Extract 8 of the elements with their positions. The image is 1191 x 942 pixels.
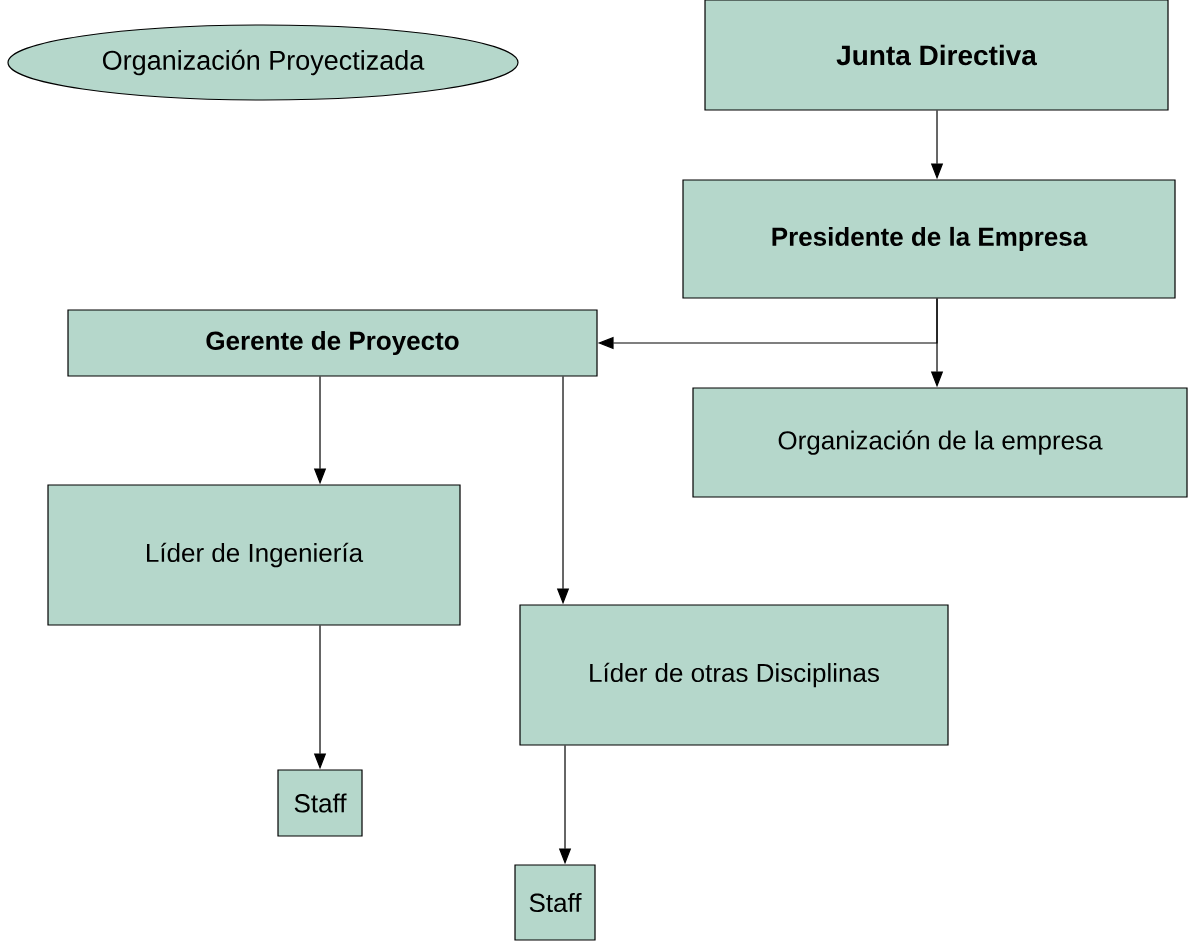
staff-box: Staff	[277, 769, 363, 837]
board-box: Junta Directiva	[704, 0, 1169, 111]
department-box: Organización de la empresa	[692, 387, 1188, 498]
staff-box: Staff	[514, 864, 596, 941]
president-box: Presidente de la Empresa	[682, 179, 1176, 299]
leader-box: Líder de Ingeniería	[47, 484, 461, 626]
leader-box: Líder de otras Disciplinas	[519, 604, 949, 746]
manager-box: Gerente de Proyecto	[67, 309, 598, 377]
